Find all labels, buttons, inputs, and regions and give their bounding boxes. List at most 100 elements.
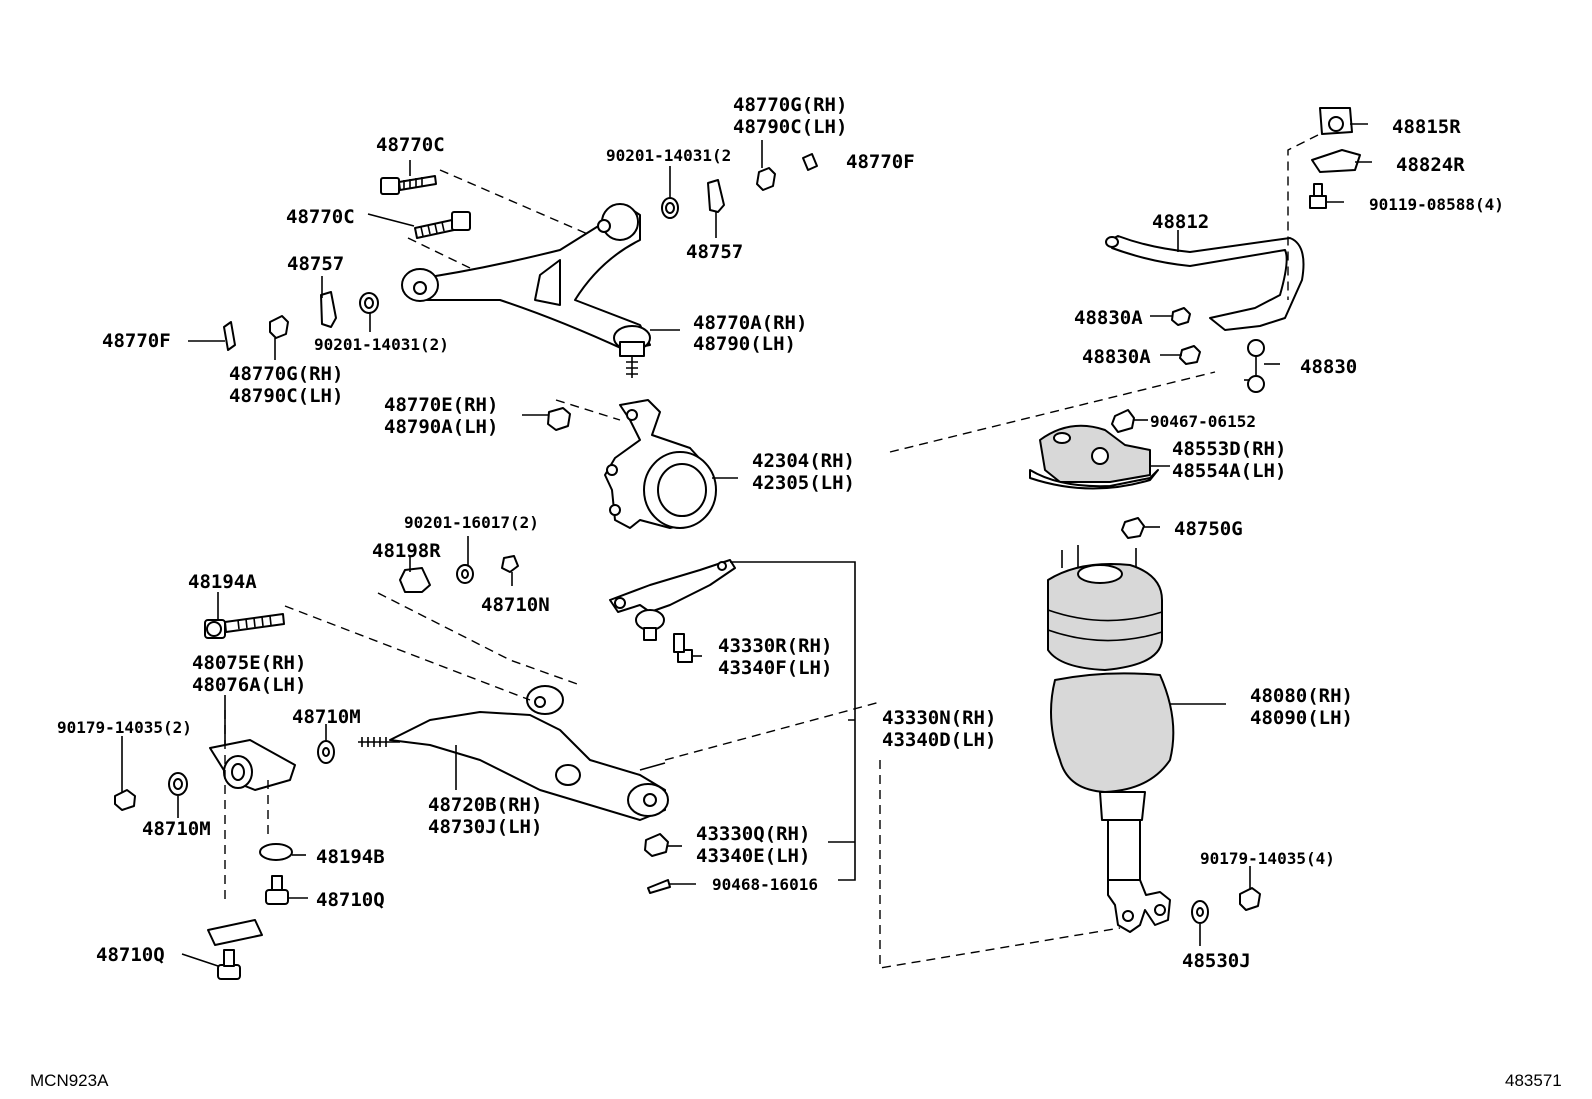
label-48080-rh: 48080(RH) [1250,685,1353,707]
label-48757-right: 48757 [686,241,743,263]
label-48194A: 48194A [188,571,257,593]
label-48194B: 48194B [316,846,385,868]
label-48090-lh: 48090(LH) [1250,707,1353,729]
label-90467-06152: 90467-06152 [1150,412,1256,431]
label-90201-16017: 90201-16017(2) [404,513,539,532]
label-48076A-lh: 48076A(LH) [192,674,306,696]
figure-code-left: MCN923A [30,1071,109,1090]
bolt-48710Q-upper [265,875,289,905]
bolt-43330R [673,633,693,663]
washer-48710M-upper [317,740,335,764]
label-48710Q-upper: 48710Q [316,889,385,911]
label-43340D-lh: 43340D(LH) [882,729,996,751]
label-48770A-rh: 48770A(RH) [693,312,807,334]
label-48710M-upper: 48710M [292,706,361,728]
label-48815R: 48815R [1392,116,1461,138]
label-48770F-right: 48770F [846,151,915,173]
label-42304-rh: 42304(RH) [752,450,855,472]
label-48830A-upper: 48830A [1074,307,1143,329]
label-48770F-left: 48770F [102,330,171,352]
label-48770G-rh-right: 48770G(RH) [733,94,847,116]
label-48770C-upper: 48770C [376,134,445,156]
label-43330R-rh: 43330R(RH) [718,635,832,657]
label-43330Q-rh: 43330Q(RH) [696,823,810,845]
label-48824R: 48824R [1396,154,1465,176]
leader-lines [121,123,1372,967]
lower-control-arm [358,685,669,821]
label-90201-14031-left: 90201-14031(2) [314,335,449,354]
nut-90201-left [359,292,379,314]
label-48730J-lh: 48730J(LH) [428,816,542,838]
label-48710M-lower: 48710M [142,818,211,840]
label-48812: 48812 [1152,211,1209,233]
figure-code-right: 483571 [1505,1071,1562,1090]
bolt-48770C-lower [414,211,471,239]
stabilizer-bar-48812 [1105,235,1305,331]
nut-43330Q [644,833,669,857]
upper-support-48553D [1029,424,1159,490]
label-48757-left: 48757 [287,253,344,275]
link-48830 [1244,339,1265,393]
label-48720B-rh: 48720B(RH) [428,794,542,816]
label-90468-16016: 90468-16016 [712,875,818,894]
washer-48194B [259,843,293,861]
spacer-48198R [399,567,431,593]
nut-90201-16017 [456,564,474,584]
nut-48770G-right [756,167,776,191]
label-48710N: 48710N [481,594,550,616]
nut-90467 [1111,409,1135,433]
clip-48770F-left [223,321,236,351]
label-48554A-lh: 48554A(LH) [1172,460,1286,482]
label-48770E-rh: 48770E(RH) [384,394,498,416]
label-90119-08588: 90119-08588(4) [1369,195,1504,214]
bushing-48815R [1319,107,1353,135]
upper-control-arm [401,203,651,378]
nut-48710N [501,555,519,573]
plate-48757-left [320,291,337,328]
nut-90179-right [1239,887,1261,911]
bolt-48194A [204,613,285,639]
ball-joint-43330N [609,559,736,641]
label-90179-14035-right: 90179-14035(4) [1200,849,1335,868]
label-43330N-rh: 43330N(RH) [882,707,996,729]
label-48075E-rh: 48075E(RH) [192,652,306,674]
pin-90468 [647,879,671,894]
label-48830: 48830 [1300,356,1357,378]
label-48198R: 48198R [372,540,441,562]
label-48790C-lh-left: 48790C(LH) [229,385,343,407]
label-90201-14031-right: 90201-14031(2 [606,146,731,165]
label-48790A-lh: 48790A(LH) [384,416,498,438]
label-48750G: 48750G [1174,518,1243,540]
label-48790-lh: 48790(LH) [693,333,796,355]
nut-48830A-lower [1179,345,1201,365]
label-48790C-lh-right: 48790C(LH) [733,116,847,138]
nut-90201-right [661,197,679,219]
label-43340F-lh: 43340F(LH) [718,657,832,679]
label-48710Q-lower: 48710Q [96,944,165,966]
nut-48770E [547,407,571,431]
part-labels: 48770C 48770C 48757 48770F 90201-14031(2… [57,94,1504,972]
nut-90179-left [114,789,136,811]
bolt-48770C-upper [380,175,437,195]
label-48530J: 48530J [1182,950,1251,972]
label-90179-14035-left: 90179-14035(2) [57,718,192,737]
bracket-48075E [209,739,296,791]
nut-48830A-upper [1171,307,1191,326]
nut-48750G [1121,517,1145,539]
label-48830A-lower: 48830A [1082,346,1151,368]
label-43340E-lh: 43340E(LH) [696,845,810,867]
label-42305-lh: 42305(LH) [752,472,855,494]
label-48553D-rh: 48553D(RH) [1172,438,1286,460]
bolt-48710Q-lower [217,949,241,980]
nut-48770G-left [269,315,289,339]
steering-knuckle [604,399,717,529]
plate-48757-right [707,179,725,213]
label-48770C-lower: 48770C [286,206,355,228]
air-spring-48080 [1047,545,1175,933]
bracket-48824R [1311,149,1361,173]
plate-48710Q [207,919,263,946]
label-48770G-rh-left: 48770G(RH) [229,363,343,385]
washer-48710M-lower [168,772,188,796]
washer-48530J [1191,900,1209,924]
